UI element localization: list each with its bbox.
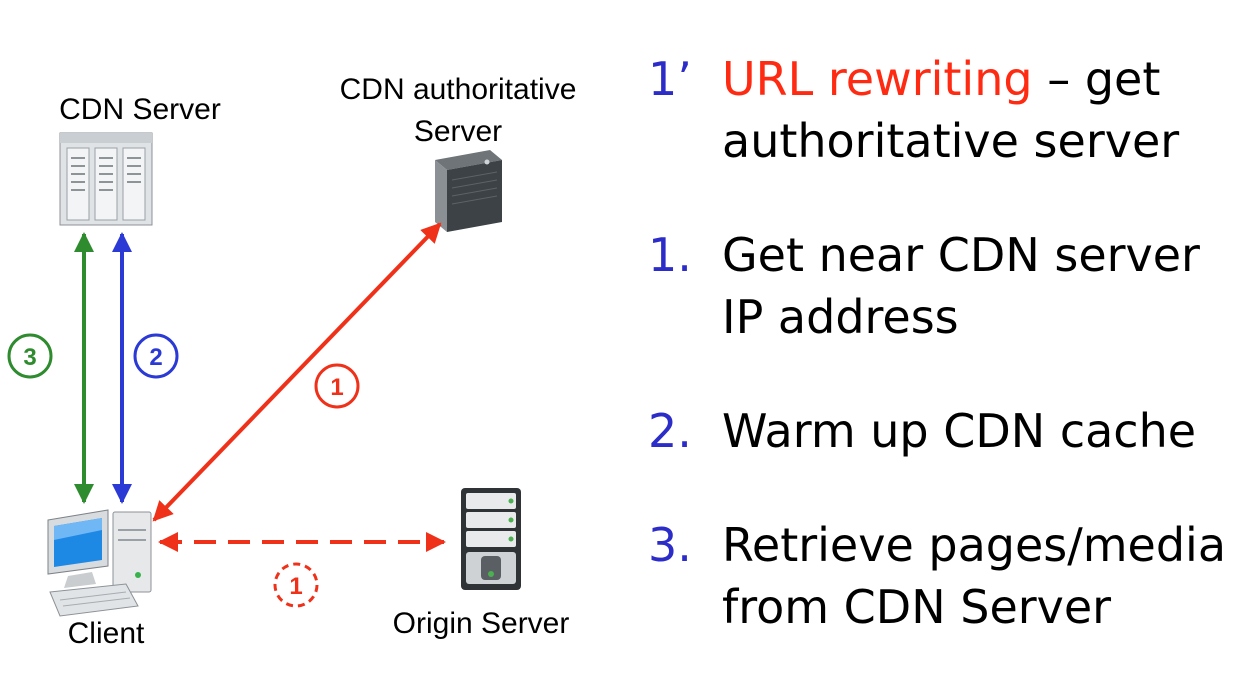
server-icon (461, 488, 521, 590)
svg-text:2: 2 (149, 344, 162, 371)
step-number: 1’ (648, 52, 692, 106)
step-highlight: URL rewriting (722, 52, 1033, 106)
cdn-server-label: CDN Server (59, 93, 221, 126)
step-number: 2. (648, 404, 692, 458)
arrow-step1 (152, 222, 442, 522)
cdn-flow-diagram: CDN Server CDN authoritative Server Clie… (7, 73, 577, 650)
svg-text:1: 1 (289, 573, 302, 600)
step-text: Get near CDN server (722, 228, 1200, 282)
step-text: Warm up CDN cache (722, 404, 1197, 458)
step-number: 3. (648, 518, 692, 572)
step-1-prime: 1’ URL rewriting – get authoritative ser… (640, 48, 1240, 172)
step-3: 3. Retrieve pages/media from CDN Server (640, 514, 1240, 638)
step-text-line2: authoritative server (722, 114, 1180, 168)
step-text-line2: IP address (722, 290, 959, 344)
step3-badge: 3 (7, 333, 53, 379)
server-rack-icon (59, 132, 153, 226)
step1-badge: 1 (314, 363, 360, 409)
client-label: Client (68, 617, 145, 650)
step-1: 1. Get near CDN server IP address (640, 224, 1240, 348)
step-2: 2. Warm up CDN cache (640, 400, 1240, 462)
origin-server-label: Origin Server (393, 607, 570, 640)
step-number: 1. (648, 228, 692, 282)
svg-text:3: 3 (23, 344, 36, 371)
desktop-computer-icon (47, 509, 152, 617)
tower-server-icon (435, 150, 502, 232)
step-text: – get (1032, 52, 1161, 106)
step-text-line2: from CDN Server (722, 580, 1112, 634)
step-text: Retrieve pages/media (722, 518, 1227, 572)
step1-prime-badge: 1 (273, 562, 319, 608)
step2-badge: 2 (133, 333, 179, 379)
cdn-authoritative-label-line2: Server (414, 115, 502, 148)
svg-text:1: 1 (330, 374, 343, 401)
steps-list: 1’ URL rewriting – get authoritative ser… (640, 48, 1240, 690)
cdn-authoritative-label-line1: CDN authoritative (340, 73, 577, 106)
